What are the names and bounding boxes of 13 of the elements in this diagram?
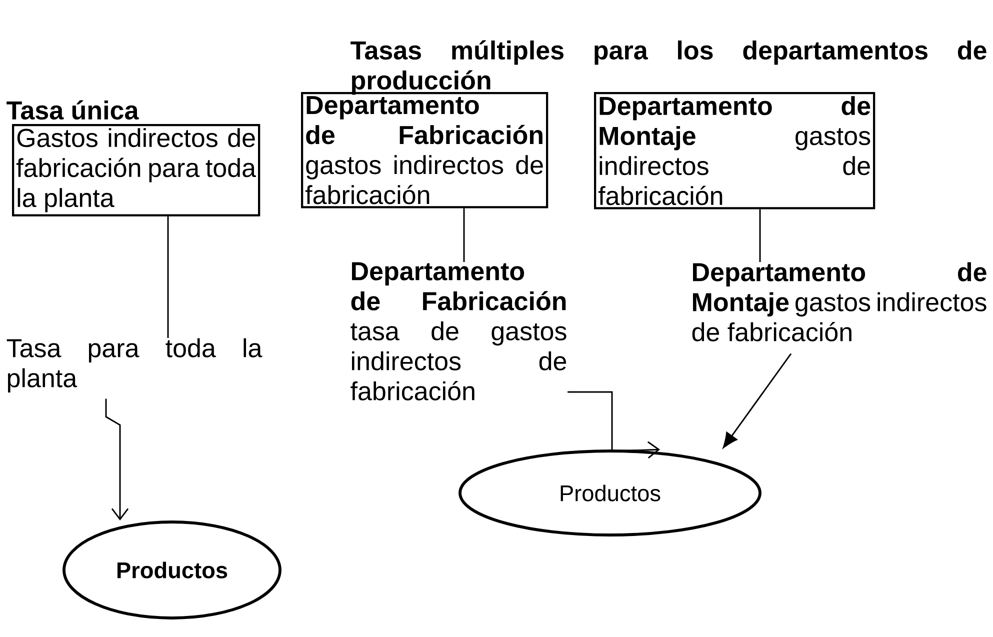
- arrow: [105, 398, 129, 521]
- step-text: Departamento de Montaje gastos indirectos de fabricación: [692, 262, 986, 342]
- step-text: Tasa para toda la planta: [6, 338, 262, 392]
- heading: Tasas múltiples para los departamentos de producción: [350, 40, 986, 95]
- arrow: [568, 391, 660, 458]
- connector-line: [759, 209, 761, 262]
- step-text: Departamento de Fabricación tasa de gastos indirectos de fabricación: [350, 262, 566, 400]
- process-box: Gastos indirectos de fabricación para toda la planta: [12, 124, 260, 216]
- process-box: Departamento de Montaje gastos indirectos de fabricación: [594, 92, 876, 210]
- process-box: Departamento de Fabricación gastos indirectos de fabricación: [301, 92, 548, 208]
- connector-line: [167, 216, 169, 338]
- arrow: [722, 353, 792, 448]
- connector-line: [463, 208, 465, 262]
